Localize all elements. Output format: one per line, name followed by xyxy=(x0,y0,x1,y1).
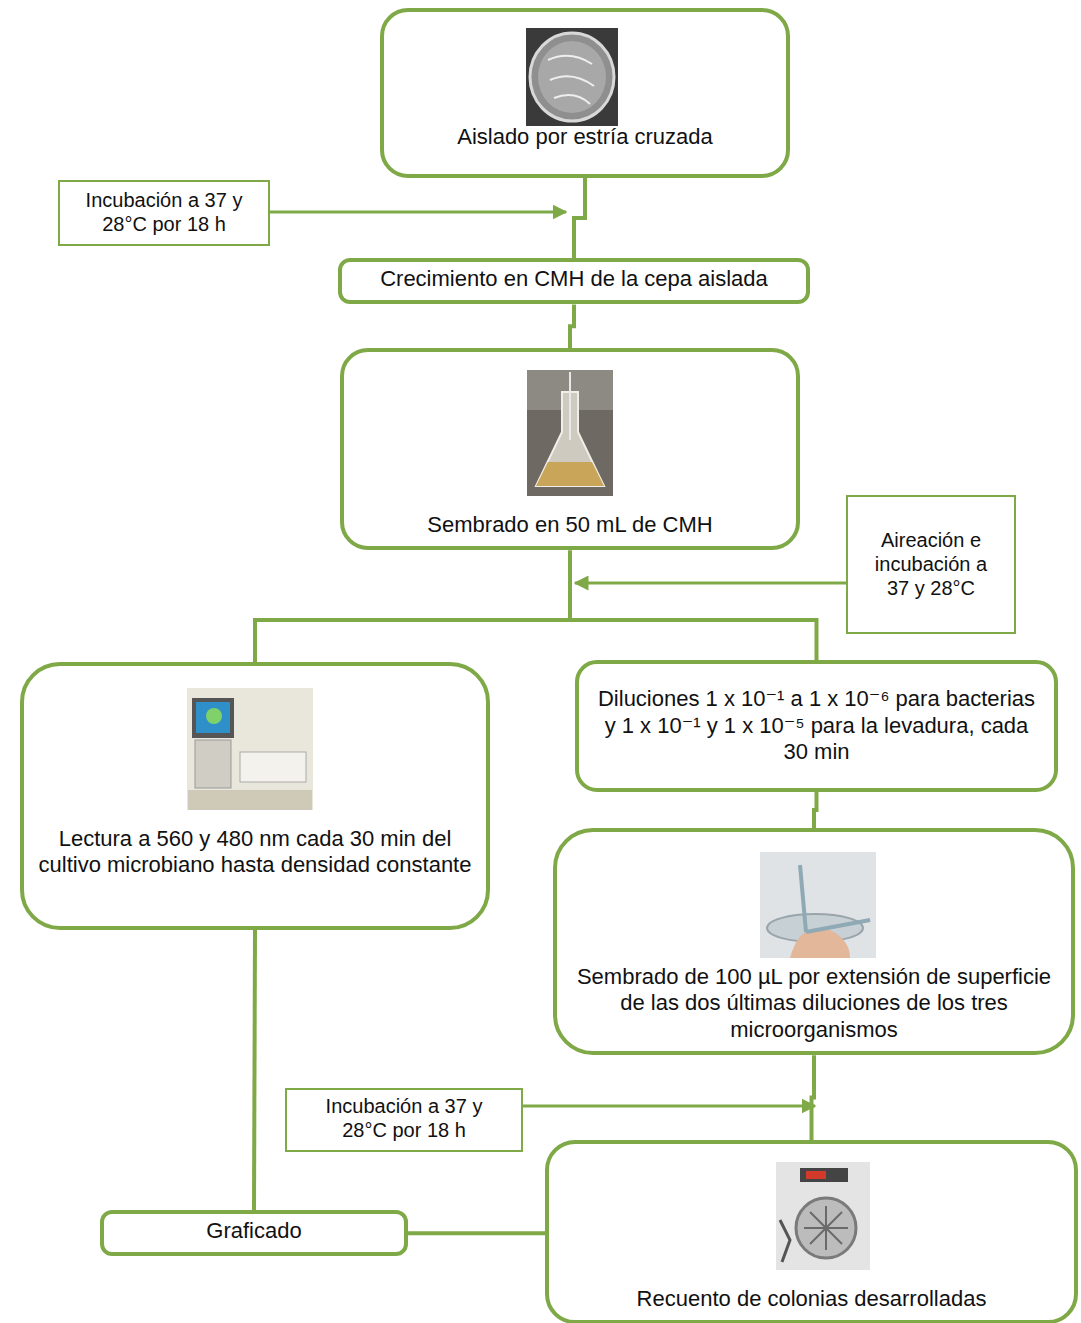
spreading-photo xyxy=(760,852,876,958)
node-text: Sembrado en 50 mL de CMH xyxy=(427,512,712,538)
flow-connector xyxy=(254,930,255,1210)
node-text: Aireación e incubación a 37 y 28°C xyxy=(862,528,1000,600)
flow-connector xyxy=(570,304,574,348)
node-text: Crecimiento en CMH de la cepa aislada xyxy=(380,266,768,292)
process-box: Sembrado de 100 µL por extensión de supe… xyxy=(553,828,1075,1055)
incubation-arrow xyxy=(270,211,566,214)
process-box: Sembrado en 50 mL de CMH xyxy=(340,348,800,550)
flask-photo xyxy=(527,370,613,496)
node-text: Lectura a 560 y 480 nm cada 30 min del c… xyxy=(38,826,472,879)
node-text: Aislado por estría cruzada xyxy=(457,124,713,150)
process-box: Graficado xyxy=(100,1210,408,1256)
flow-connector xyxy=(574,178,585,258)
note-box: Incubación a 37 y 28°C por 18 h xyxy=(58,180,270,246)
flow-connector xyxy=(570,550,817,660)
flow-connector xyxy=(408,1231,545,1235)
process-box: Aislado por estría cruzada xyxy=(380,8,790,178)
process-box: Lectura a 560 y 480 nm cada 30 min del c… xyxy=(20,662,490,930)
note-box: Incubación a 37 y 28°C por 18 h xyxy=(285,1088,523,1152)
node-text: Sembrado de 100 µL por extensión de supe… xyxy=(571,964,1057,1043)
flow-connector xyxy=(812,1055,815,1140)
node-text: Diluciones 1 x 10⁻¹ a 1 x 10⁻⁶ para bact… xyxy=(593,686,1040,765)
process-box: Diluciones 1 x 10⁻¹ a 1 x 10⁻⁶ para bact… xyxy=(575,660,1058,792)
process-box: Recuento de colonias desarrolladas xyxy=(545,1140,1078,1323)
incubation-arrow xyxy=(523,1105,815,1108)
process-box: Crecimiento en CMH de la cepa aislada xyxy=(338,258,810,304)
node-text: Incubación a 37 y 28°C por 18 h xyxy=(74,188,254,236)
spectrophotometer-photo xyxy=(187,688,313,810)
note-box: Aireación e incubación a 37 y 28°C xyxy=(846,495,1016,634)
aeration-arrow xyxy=(575,582,846,585)
node-text: Incubación a 37 y 28°C por 18 h xyxy=(301,1094,507,1142)
node-text: Recuento de colonias desarrolladas xyxy=(637,1286,987,1312)
flow-connector xyxy=(814,792,817,828)
flow-connector xyxy=(255,550,570,662)
node-text: Graficado xyxy=(206,1218,301,1244)
petri-dish-photo xyxy=(526,28,618,126)
centrifuge-photo xyxy=(776,1162,870,1270)
